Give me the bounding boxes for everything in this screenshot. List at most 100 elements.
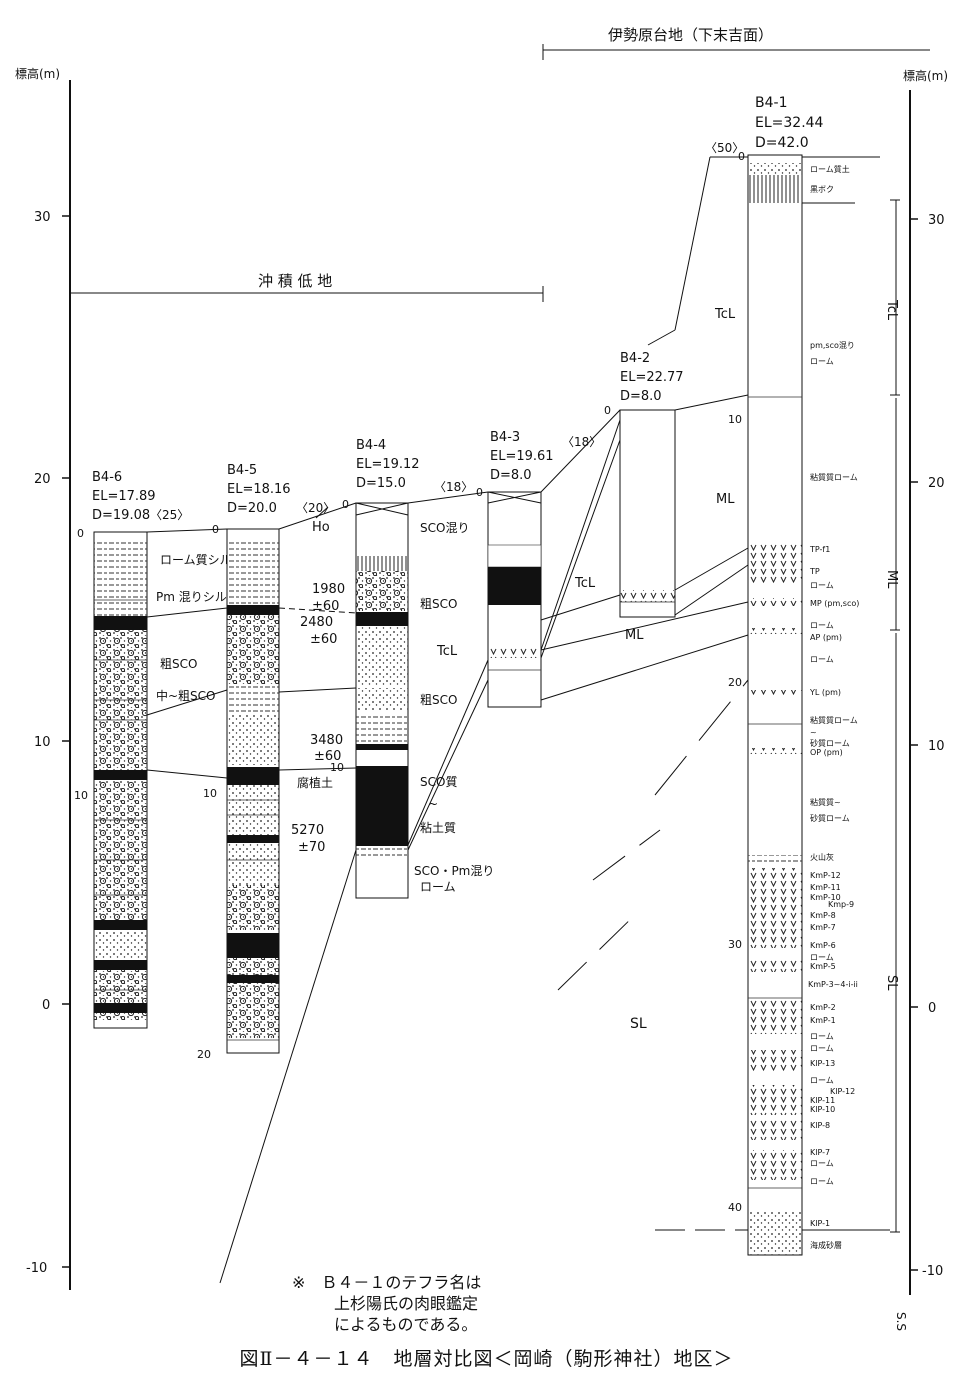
b44-gap: 〈18〉	[434, 480, 473, 494]
note-text: ※ Ｂ４－１のテフラ名は 上杉陽氏の肉眼鑑定 によるものである。	[292, 1272, 481, 1335]
b41-depth-30: 30	[728, 938, 742, 951]
b45-depth-20: 20	[197, 1048, 211, 1061]
b41-layer-label: ローム	[810, 1044, 834, 1053]
right-unit-ml: ML	[884, 570, 899, 589]
region-terrace-label: 伊勢原台地（下末吉面）	[608, 26, 773, 44]
b41-layer-label: KmP-2	[810, 1003, 836, 1012]
b41-layer-label: KlP-7	[810, 1148, 830, 1157]
age-4-err: ±70	[298, 840, 325, 855]
b41-layer-label: ローム	[810, 1032, 834, 1041]
left-tick-0: 0	[42, 998, 50, 1013]
b41-layer-label: AP (pm)	[810, 633, 842, 642]
b42-unit-tcl: TcL	[714, 307, 736, 322]
b41-layer-label: 海成砂層	[810, 1240, 842, 1250]
b46-layer-4: 中~粗SCO	[156, 688, 216, 703]
b41-layer-label: 砂質ローム	[810, 813, 850, 823]
b41-layer-label: ローム	[810, 1159, 834, 1168]
age-3-err: ±60	[314, 749, 341, 764]
b42-unit-ml: ML	[716, 492, 735, 507]
b44-name: B4-4	[356, 438, 386, 453]
b42-depth-0: 0	[604, 404, 611, 417]
age-4: 5270	[291, 823, 324, 838]
left-tick-30: 30	[34, 210, 51, 225]
b43-depth-0: 0	[476, 486, 483, 499]
b44-layer-coarse-1: 粗SCO	[420, 597, 457, 611]
b43-unit-ml: ML	[625, 628, 644, 643]
b41-layer-label: Kmp-9	[828, 900, 854, 909]
b41-layer-label: KlP-8	[810, 1121, 830, 1130]
b41-layer-label: 粘質質ローム	[810, 715, 858, 725]
age-3: 3480	[310, 733, 343, 748]
b44-depth-0: 0	[342, 498, 349, 511]
right-axis-unit: 標高(m)	[903, 68, 948, 83]
b43-el: EL=19.61	[490, 449, 554, 464]
left-tick-10: 10	[34, 735, 51, 750]
b41-layer-label: 黒ボク	[810, 185, 834, 194]
right-unit-sl: SL	[884, 975, 899, 991]
b41-d: D=42.0	[755, 135, 809, 151]
b41-el: EL=32.44	[755, 115, 824, 131]
b46-depth-10: 10	[74, 789, 88, 802]
b41-layer-label: ローム	[810, 1177, 834, 1186]
right-elevation-axis: 標高(m) 30 20 10 0 -10 S.S TcL ML SL	[884, 68, 948, 1331]
borehole-B4-1: B4-1 EL=32.44 D=42.0 〈50〉 0 10 20 30 40	[705, 95, 824, 1256]
borehole-B4-6: B4-6 EL=17.89 D=19.08 〈25〉 0 10 ローム質シルト …	[74, 470, 244, 1029]
b46-depth-0: 0	[77, 527, 84, 540]
b43-name: B4-3	[490, 430, 520, 445]
b41-layer-label: KmP-7	[810, 923, 836, 932]
b41-layer-label: ローム質土	[810, 164, 850, 174]
b41-layer-label: pm,sco混り	[810, 341, 855, 350]
b44-layer-sco-pm: SCO・Pm混り	[414, 864, 494, 878]
b42-name: B4-2	[620, 351, 650, 366]
left-axis-unit: 標高(m)	[15, 66, 60, 81]
left-tick-minus10: -10	[26, 1261, 47, 1276]
b43-unit-tcl: TcL	[574, 576, 596, 591]
note-line-1: ※ Ｂ４－１のテフラ名は	[292, 1273, 482, 1292]
b41-layer-label: ~	[810, 728, 817, 737]
b41-layer-label: TP-f1	[809, 545, 830, 554]
unit-ho: Ho	[312, 520, 330, 535]
b41-layer-label: KmP-5	[810, 962, 836, 971]
b46-gap: 〈25〉	[150, 508, 189, 522]
b41-layer-label: ローム	[810, 1076, 834, 1085]
b46-d: D=19.08	[92, 508, 150, 523]
right-axis-ss-label: S.S	[894, 1312, 908, 1331]
b45-gap: 〈20〉	[296, 501, 335, 515]
left-elevation-axis: 標高(m) 30 20 10 0 -10	[15, 66, 71, 1290]
b41-depth-10: 10	[728, 413, 742, 426]
b41-layer-label: KmP-10	[810, 893, 841, 902]
b46-layer-3: 粗SCO	[160, 657, 197, 671]
b41-layer-label: ローム	[810, 357, 834, 366]
b41-layer-label: KmP-11	[810, 883, 841, 892]
b41-layer-label: KlP-13	[810, 1059, 835, 1068]
b41-layer-label: KmP-6	[810, 941, 836, 950]
b41-layer-label: KmP-3~4-i-ii	[808, 980, 858, 989]
b41-depth-20: 20	[728, 676, 742, 689]
b43-d: D=8.0	[490, 468, 532, 483]
age-1: 1980	[312, 582, 345, 597]
b42-d: D=8.0	[620, 389, 662, 404]
borehole-B4-2: B4-2 EL=22.77 D=8.0 0 TcL ML ML SL	[604, 307, 736, 1032]
b41-layer-label: KmP-12	[810, 871, 841, 880]
b44-layer-clay: 粘土質	[420, 820, 456, 835]
b41-layer-label: OP (pm)	[810, 748, 843, 757]
b41-depth-0: 0	[738, 150, 745, 163]
b41-layer-label: KmP-8	[810, 911, 836, 920]
b41-name: B4-1	[755, 95, 787, 111]
b46-name: B4-6	[92, 470, 122, 485]
b45-el: EL=18.16	[227, 482, 291, 497]
right-tick-0: 0	[928, 1001, 936, 1016]
b41-layer-label: KmP-1	[810, 1016, 836, 1025]
b41-layer-label: KlP-11	[810, 1096, 835, 1105]
b41-gap: 〈50〉	[705, 141, 744, 155]
b41-layer-label: 火山灰	[810, 852, 834, 862]
b45-layer-humus: 腐植土	[297, 775, 333, 790]
note-line-3: によるものである。	[334, 1315, 478, 1334]
right-tick-10: 10	[928, 739, 945, 754]
b41-layer-label: KlP-1	[810, 1219, 830, 1228]
b41-layer-label: ローム	[810, 621, 834, 630]
age-2: 2480	[300, 615, 333, 630]
b41-depth-40: 40	[728, 1201, 742, 1214]
b46-el: EL=17.89	[92, 489, 156, 504]
